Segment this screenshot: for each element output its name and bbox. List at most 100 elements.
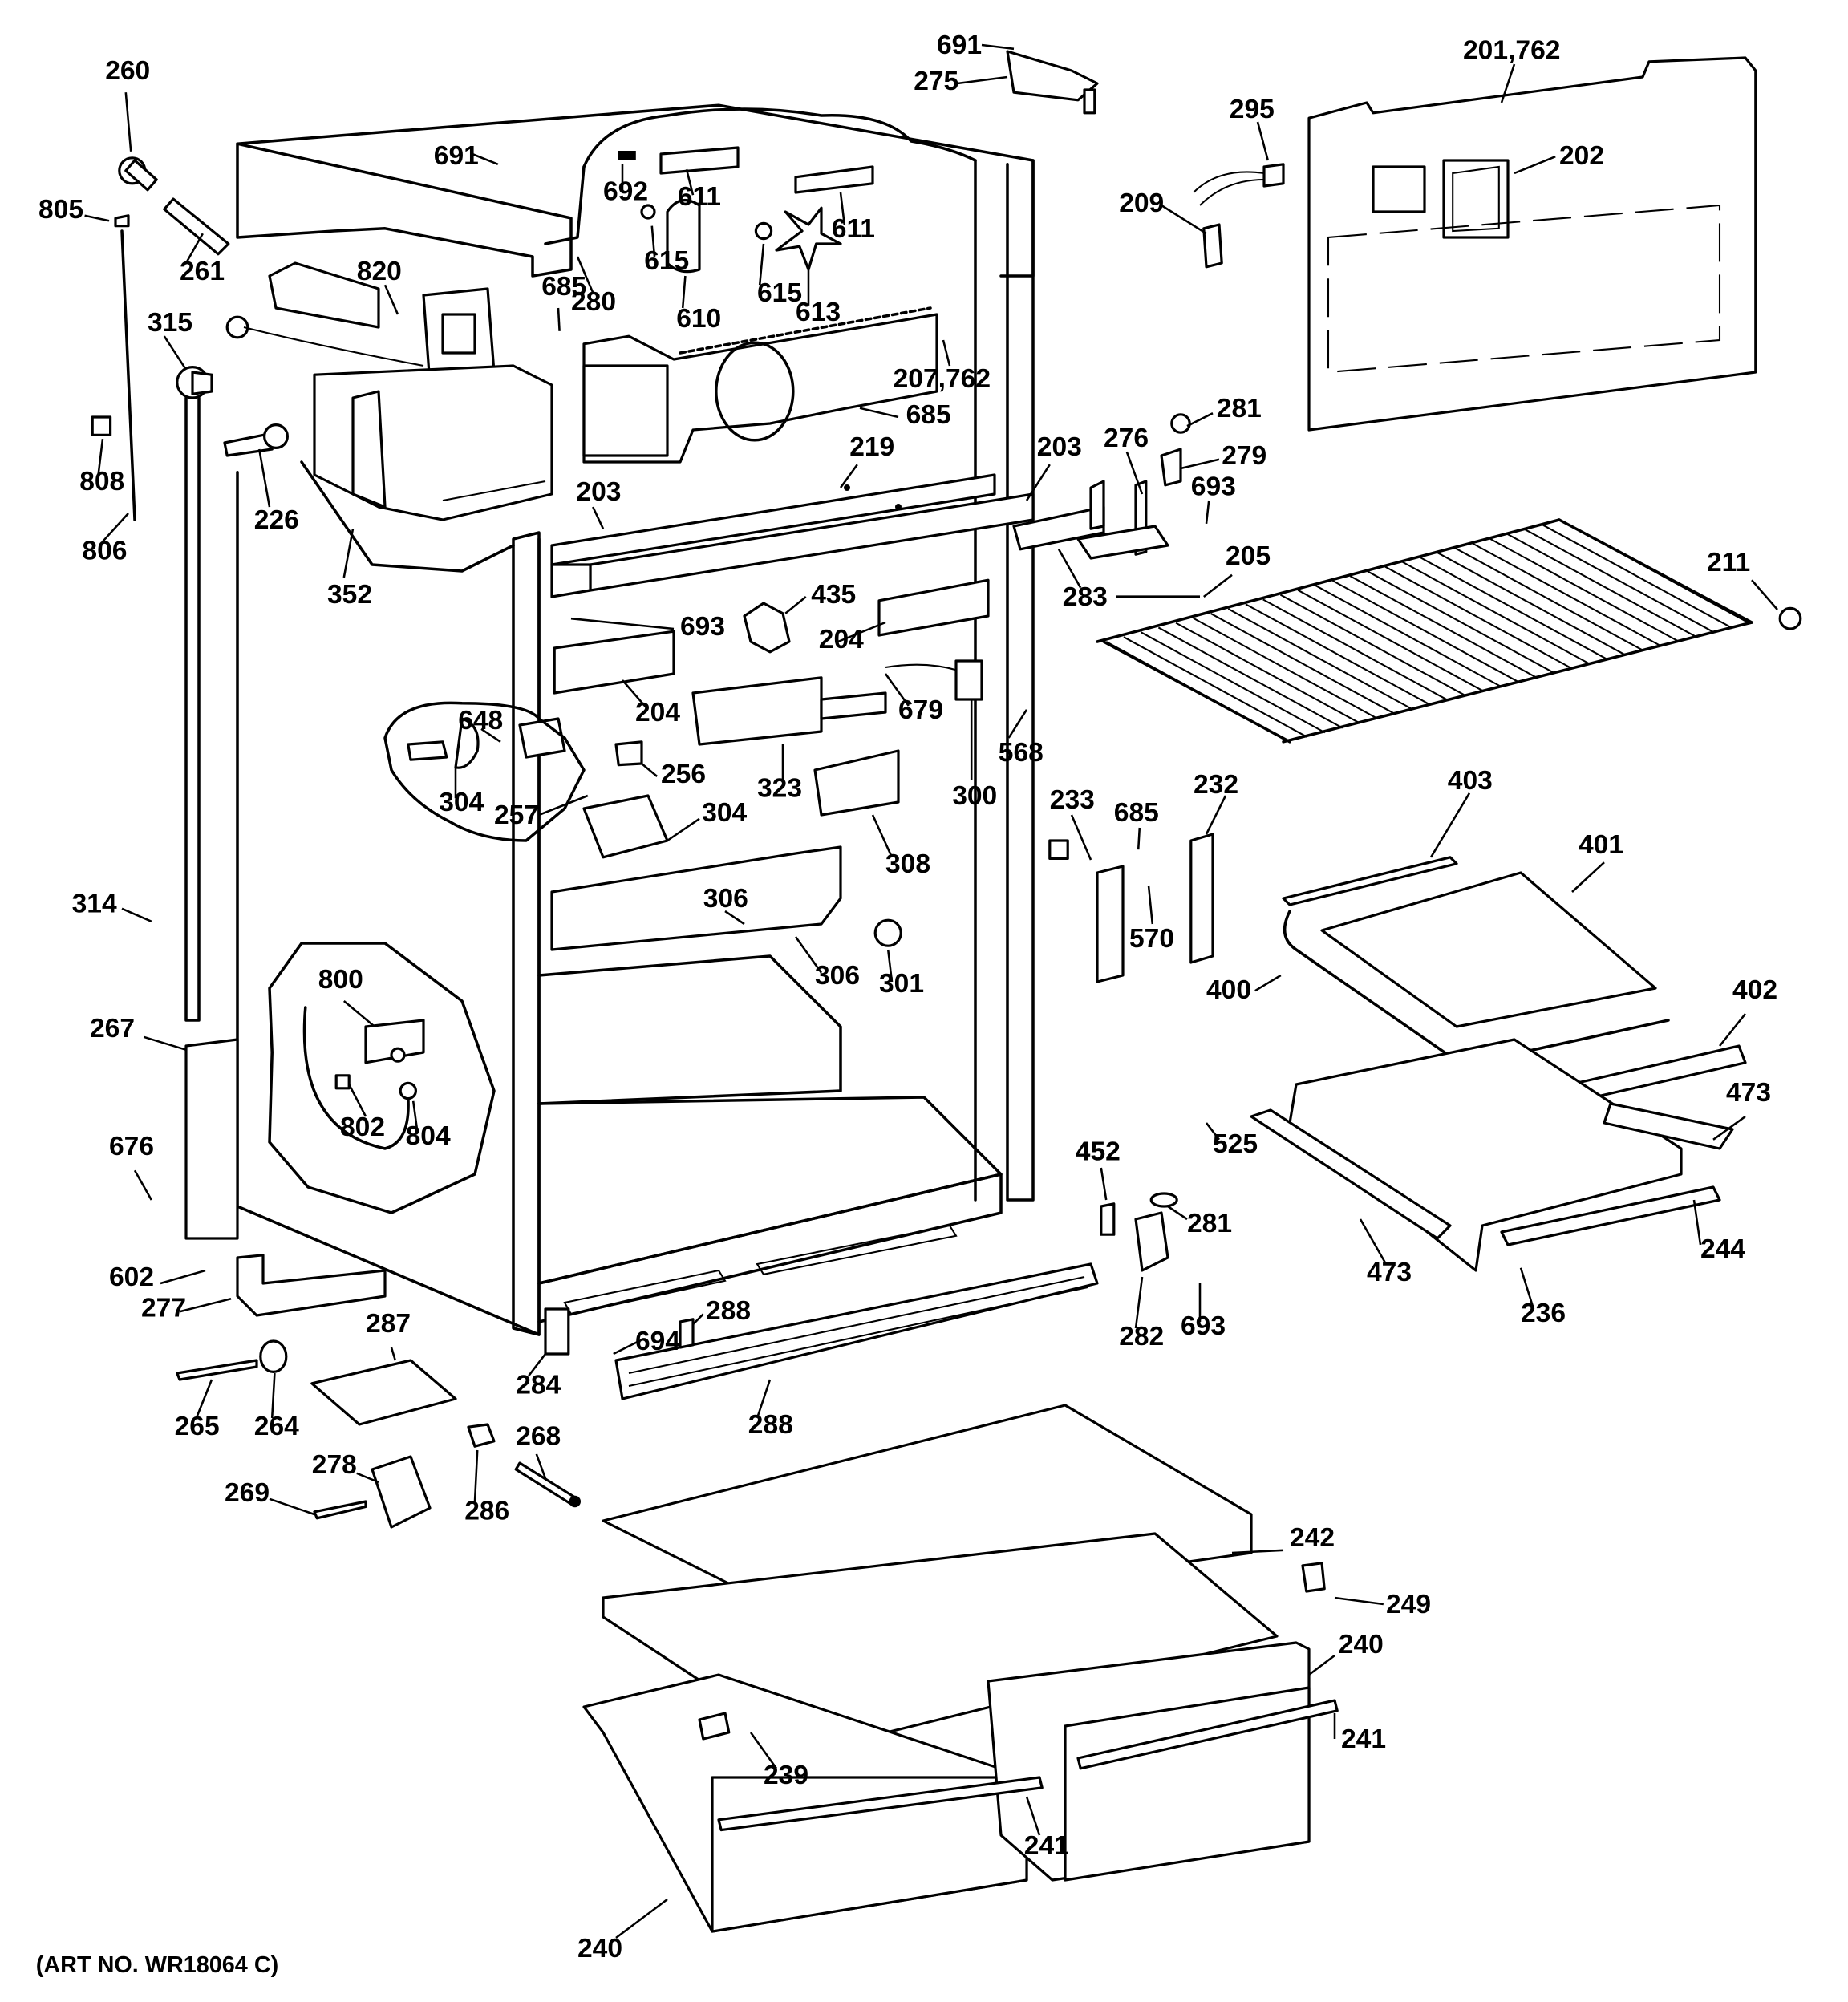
callout-leader-685: [1137, 827, 1141, 850]
callout-leader-568: [1007, 709, 1028, 739]
callout-leader-236: [1519, 1267, 1535, 1310]
callout-leader-240: [615, 1898, 668, 1939]
meat-pan: [1250, 1038, 1734, 1272]
callout-leader-693: [1205, 500, 1210, 524]
callout-label-685: 685: [906, 400, 951, 430]
shelf-wire: [1419, 556, 1607, 660]
callout-leader-679: [884, 673, 910, 707]
callout-label-679: 679: [898, 695, 943, 725]
callout-leader-473: [1359, 1218, 1388, 1265]
callout-leader-203: [1025, 464, 1051, 501]
shelf-wire: [1558, 519, 1749, 623]
callout-label-204: 204: [635, 698, 680, 727]
callout-leader-275: [957, 75, 1008, 85]
callout-label-240: 240: [578, 1934, 622, 1964]
cabinet: [236, 103, 1035, 1336]
callout-leader-693: [570, 617, 675, 630]
callout-label-615: 615: [757, 278, 802, 308]
hinge-parts: [1006, 50, 1200, 1272]
callout-label-820: 820: [357, 257, 402, 286]
callout-label-244: 244: [1700, 1234, 1745, 1264]
callout-leader-242: [1231, 1549, 1284, 1554]
shelf-wire: [1297, 589, 1485, 692]
callout-leader-281: [1167, 1205, 1188, 1221]
callout-leader-279: [1180, 458, 1220, 470]
callout-leader-219: [839, 464, 858, 488]
callout-leader-205: [1203, 573, 1233, 598]
callout-leader-473: [1712, 1115, 1746, 1141]
callout-leader-403: [1429, 792, 1471, 858]
water-valve-cutaway: [268, 942, 496, 1214]
callout-leader-676: [133, 1169, 152, 1201]
callout-label-402: 402: [1732, 975, 1777, 1005]
callout-label-473: 473: [1726, 1078, 1771, 1108]
callout-label-676: 676: [109, 1132, 154, 1161]
kickplate-grille: [614, 1262, 1099, 1400]
callout-label-804: 804: [406, 1121, 451, 1151]
callout-leader-694: [613, 1339, 640, 1356]
callout-leader-284: [528, 1353, 547, 1376]
callout-label-306: 306: [815, 961, 860, 991]
shelf-wire: [1262, 598, 1449, 702]
callout-label-685: 685: [541, 272, 586, 302]
callout-leader-615: [650, 225, 656, 257]
ice-maker-callout-outline: [300, 460, 515, 573]
callout-leader-281: [1186, 412, 1214, 428]
callout-leader-352: [342, 528, 355, 578]
callout-label-286: 286: [464, 1496, 509, 1526]
callout-label-279: 279: [1222, 441, 1266, 471]
callout-leader-286: [473, 1449, 479, 1502]
shelf-rails: [1048, 833, 1214, 983]
callout-label-265: 265: [175, 1412, 220, 1441]
callout-leader-308: [871, 814, 894, 858]
shelf-wire: [1349, 575, 1538, 679]
shelf-wire: [1157, 626, 1343, 729]
callout-leader-240: [1308, 1654, 1335, 1676]
shelf-wire: [1524, 528, 1713, 633]
callout-label-242: 242: [1290, 1523, 1335, 1553]
callout-label-209: 209: [1119, 188, 1164, 218]
shelf-wire: [1471, 542, 1660, 646]
callout-label-308: 308: [886, 849, 930, 879]
callout-leader-805: [84, 214, 110, 222]
callout-label-268: 268: [516, 1422, 561, 1452]
callout-leader-280: [576, 256, 594, 294]
callout-label-232: 232: [1194, 770, 1238, 800]
callout-label-300: 300: [952, 781, 997, 811]
callout-leader-276: [1125, 451, 1144, 495]
callout-leader-288: [756, 1379, 772, 1419]
callout-label-241: 241: [1024, 1831, 1069, 1861]
callout-leader-249: [1334, 1596, 1384, 1606]
callout-label-281: 281: [1217, 394, 1262, 424]
shelf-wire: [1401, 561, 1590, 665]
callout-label-249: 249: [1386, 1590, 1431, 1619]
callout-leader-315: [163, 335, 188, 371]
callout-leader-241: [1025, 1796, 1041, 1836]
callout-label-435: 435: [811, 580, 856, 610]
callout-leader-525: [1205, 1122, 1221, 1141]
callout-leader-435: [784, 596, 807, 614]
callout-label-236: 236: [1521, 1299, 1566, 1328]
callout-label-306: 306: [703, 884, 748, 914]
callout-leader-610: [681, 275, 687, 309]
callout-label-602: 602: [109, 1262, 154, 1292]
control-parts: [518, 578, 990, 951]
callout-leader-268: [535, 1453, 547, 1479]
callout-label-205: 205: [1226, 541, 1270, 571]
callout-label-400: 400: [1206, 975, 1251, 1005]
shelf-wire: [1384, 565, 1573, 670]
fan-motor-assembly: [618, 146, 874, 274]
shelf-wire: [1193, 617, 1379, 720]
callout-label-691: 691: [434, 141, 479, 171]
callout-label-201,762: 201,762: [1463, 36, 1560, 66]
shelf-wire: [1227, 608, 1414, 711]
callout-label-692: 692: [603, 177, 648, 207]
shelf-wire: [1175, 622, 1361, 724]
callout-label-280: 280: [571, 287, 616, 317]
callout-label-204: 204: [819, 625, 864, 654]
callout-leader-295: [1256, 121, 1270, 161]
callout-label-570: 570: [1129, 924, 1174, 954]
fill-tube-parts: [91, 156, 289, 1022]
